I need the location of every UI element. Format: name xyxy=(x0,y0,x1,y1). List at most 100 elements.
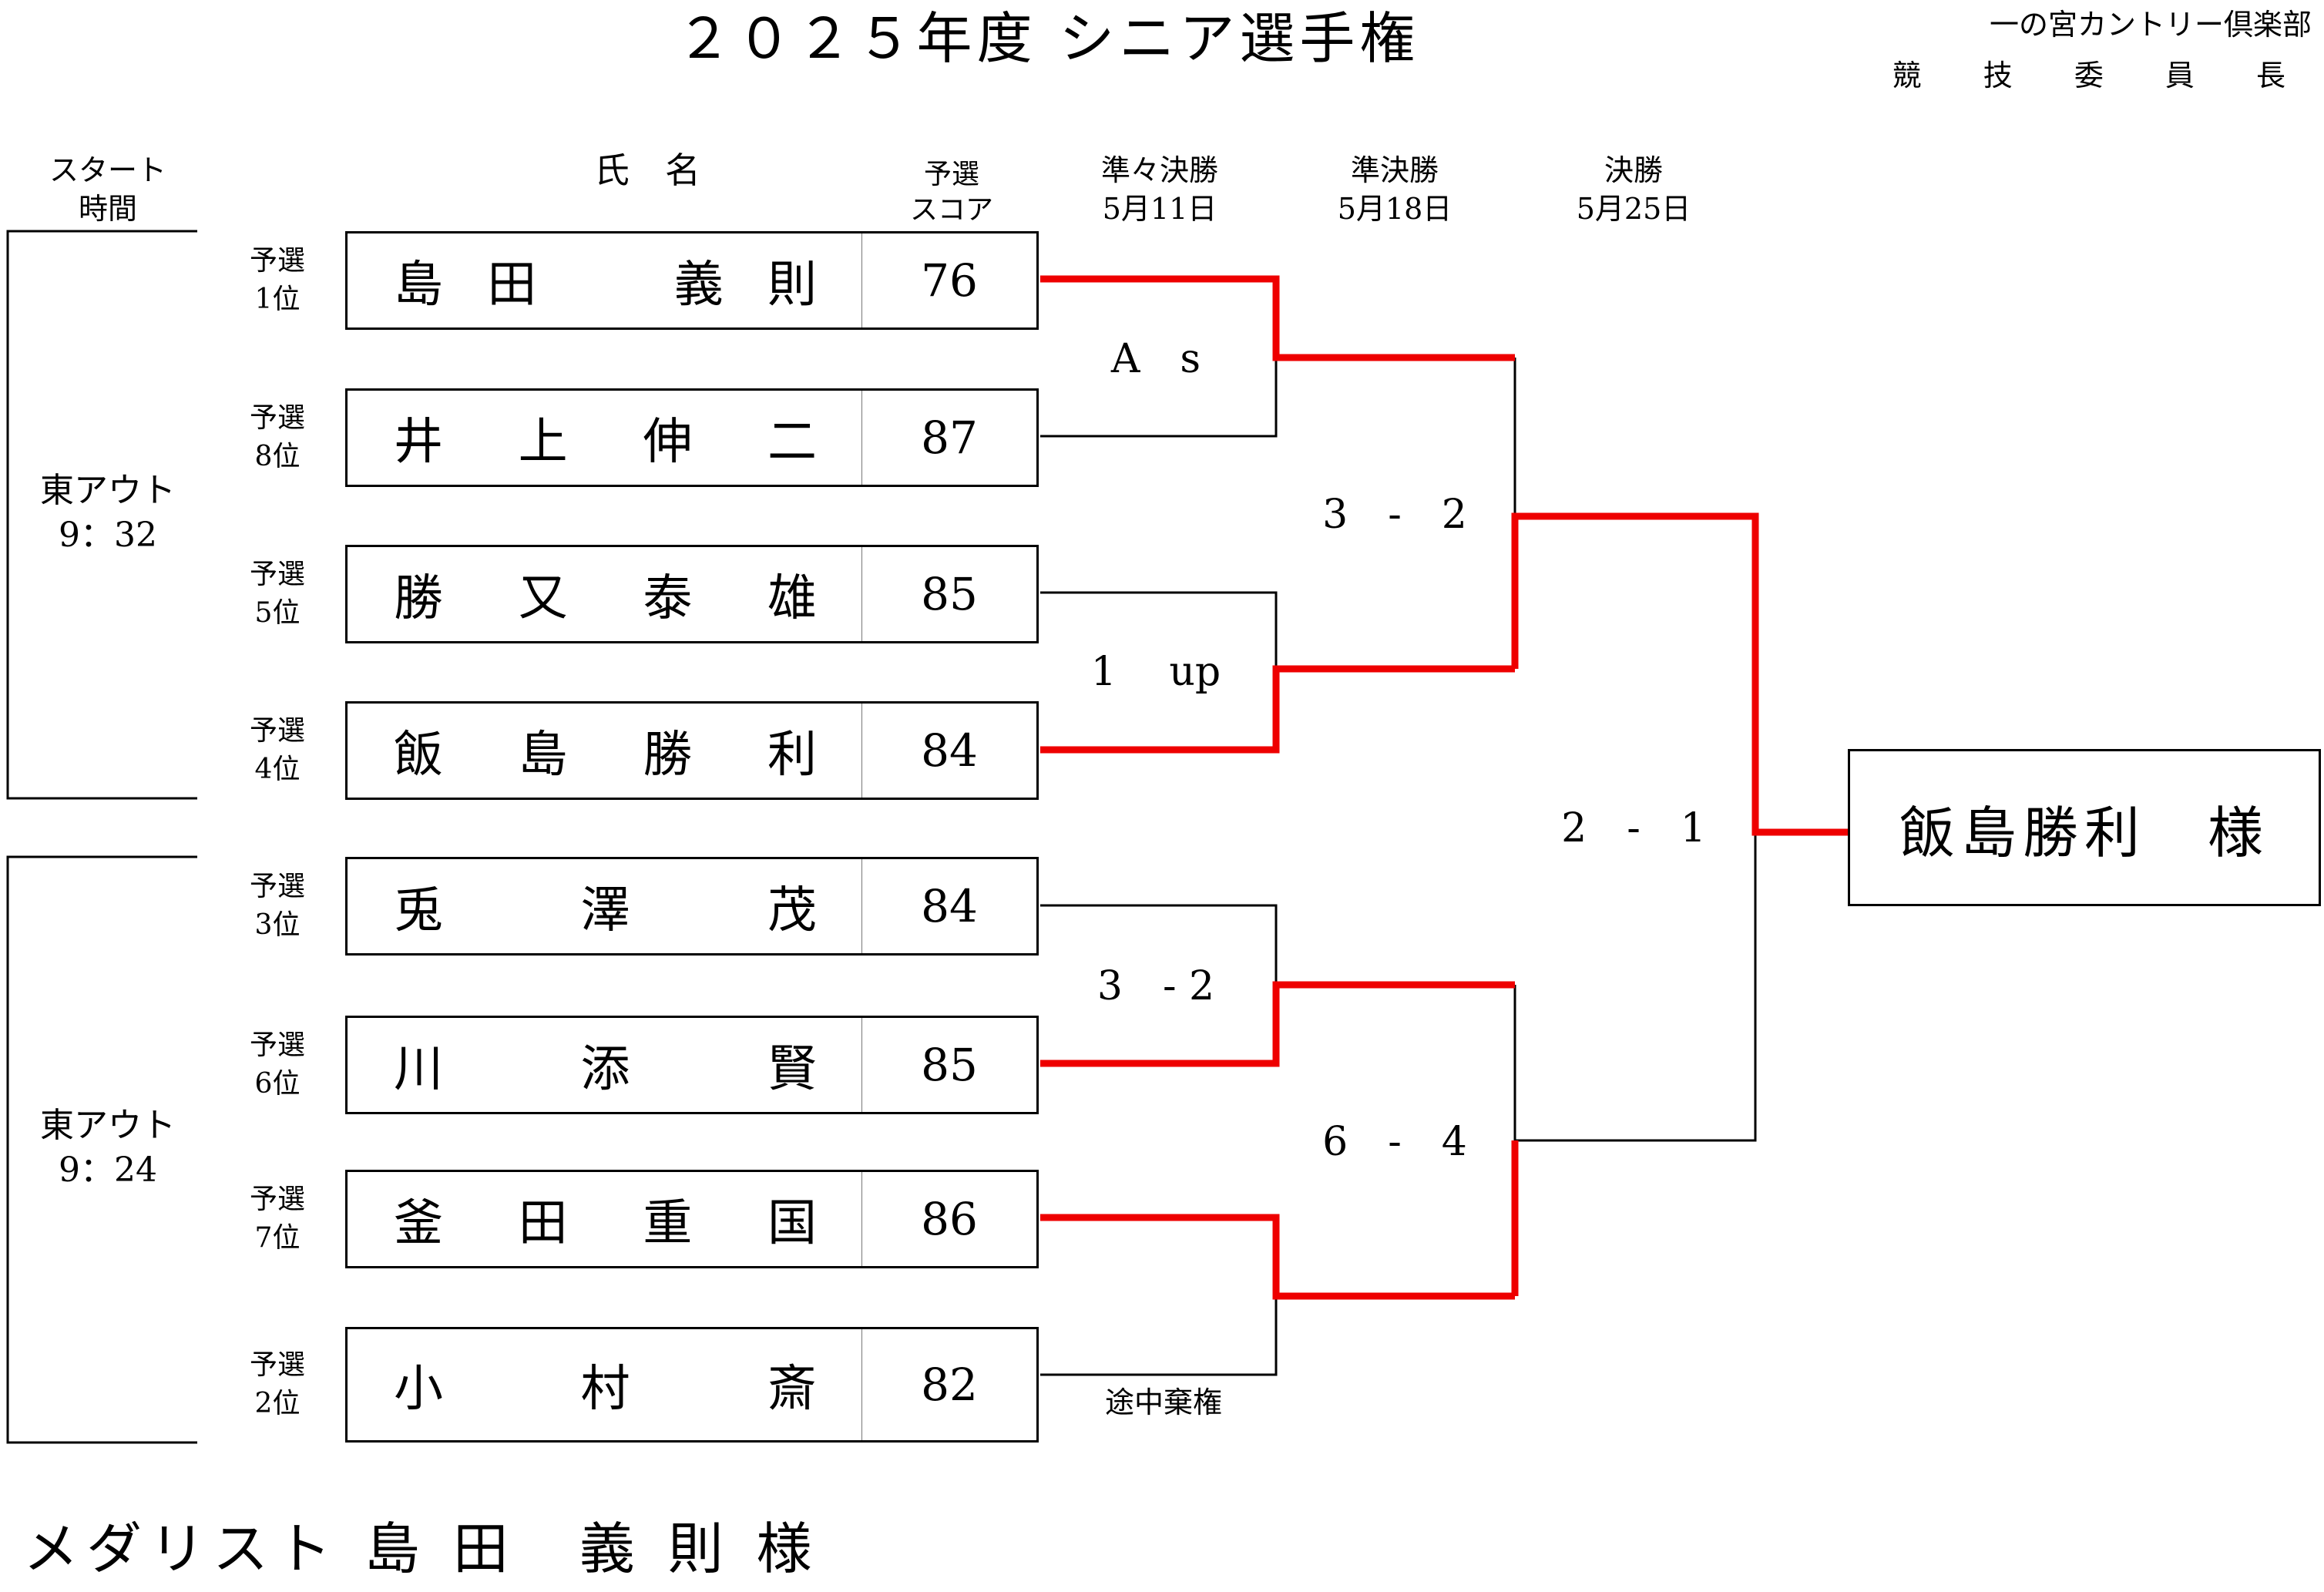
name-char: 添 xyxy=(580,1041,630,1098)
name-char: 重 xyxy=(643,1195,693,1252)
medalist-label: メダリスト 島 田 義 則 様 xyxy=(23,1516,820,1581)
qf2-loser-line xyxy=(1040,591,1278,669)
rank-label: 予選 xyxy=(249,1349,305,1381)
block-2-course: 東アウト xyxy=(40,1106,176,1145)
name-char: 二 xyxy=(767,414,817,471)
semifinal-header-line2: 5月18日 xyxy=(1337,192,1452,226)
quarterfinal-header: 準々決勝 5月11日 xyxy=(1071,151,1248,228)
rank-label: 予選 xyxy=(249,245,305,277)
name-char: 井 xyxy=(394,414,443,471)
block-2-label: 東アウト 9：24 xyxy=(15,1103,200,1193)
player-1-row: 島田義則 76 xyxy=(345,231,1039,330)
player-name: 兎澤茂 xyxy=(348,859,862,953)
name-char: 村 xyxy=(580,1361,630,1418)
name-char: 国 xyxy=(767,1195,817,1252)
player-5-row: 兎 澤 茂 84 xyxy=(345,857,1039,956)
name-char: 義 xyxy=(673,257,724,314)
page-title: ２０２５年度 シニア選手権 xyxy=(676,6,1420,71)
name-char: 釜 xyxy=(394,1195,443,1252)
qualifying-score: 84 xyxy=(921,724,978,777)
player-4-rank: 予選 4位 xyxy=(231,712,324,789)
name-char: 利 xyxy=(767,727,817,784)
qualifying-score: 82 xyxy=(921,1359,978,1411)
block-1-course: 東アウト xyxy=(40,471,176,510)
qf3-result: 3 - 2 xyxy=(1097,963,1215,1009)
player-7-rank: 予選 7位 xyxy=(231,1181,324,1258)
block-2-bracket xyxy=(6,855,197,1444)
name-header: 氏 名 xyxy=(594,149,700,191)
name-char: 島 xyxy=(518,727,568,784)
player-8-row: 小 村 斎 82 xyxy=(345,1327,1039,1443)
qf3-loser-line xyxy=(1040,904,1278,985)
start-time-header-line1: スタート xyxy=(49,153,166,187)
name-char: 澤 xyxy=(580,882,630,939)
final-loser-line xyxy=(1515,832,1757,1142)
name-char: 上 xyxy=(518,414,568,471)
player-1-rank: 予選 1位 xyxy=(231,242,324,319)
rank-label: 予選 xyxy=(249,559,305,590)
final-result: 2 - 1 xyxy=(1561,805,1706,851)
player-name: 島田義則 xyxy=(348,233,862,327)
semifinal-header-line1: 準決勝 xyxy=(1350,153,1439,187)
name-char: 雄 xyxy=(767,570,817,627)
name-char: 兎 xyxy=(394,882,443,939)
name-char: 泰 xyxy=(643,570,693,627)
name-char: 田 xyxy=(518,1195,568,1252)
player-name: 飯島勝利 xyxy=(348,704,862,798)
rank-label: 予選 xyxy=(249,715,305,747)
player-name: 勝又泰雄 xyxy=(348,547,862,641)
quarterfinal-header-line2: 5月11日 xyxy=(1102,192,1217,226)
score-header: 予選 スコア xyxy=(894,157,1009,228)
final-header-line1: 決勝 xyxy=(1604,153,1663,187)
rank-label: 予選 xyxy=(249,871,305,902)
block-1-label: 東アウト 9：32 xyxy=(15,469,200,558)
name-char: 飯 xyxy=(394,727,443,784)
qf1-winner-line xyxy=(1040,275,1515,361)
qualifying-score: 86 xyxy=(921,1193,978,1245)
qf3-winner-line xyxy=(1040,981,1515,1067)
name-char: 斎 xyxy=(767,1361,817,1418)
player-5-rank: 予選 3位 xyxy=(231,868,324,945)
name-char: 伸 xyxy=(643,414,693,471)
rank-position: 1位 xyxy=(254,284,301,315)
final-header-line2: 5月25日 xyxy=(1576,192,1691,226)
sf2-result: 6 - 4 xyxy=(1322,1119,1467,1165)
name-char: 小 xyxy=(394,1361,443,1418)
player-3-rank: 予選 5位 xyxy=(231,556,324,633)
block-1-bracket xyxy=(6,230,197,800)
champion-box: 飯島勝利 様 xyxy=(1848,749,2321,906)
start-time-header-line2: 時間 xyxy=(78,192,137,226)
qf4-loser-line xyxy=(1040,1296,1278,1376)
rank-label: 予選 xyxy=(249,1184,305,1215)
qualifying-score: 76 xyxy=(921,254,978,307)
player-name: 川添賢 xyxy=(348,1018,862,1112)
score-header-line2: スコア xyxy=(909,194,993,226)
rank-position: 3位 xyxy=(254,909,301,941)
rank-position: 4位 xyxy=(254,754,301,785)
bracket-winner-lines xyxy=(1040,275,1848,1300)
rank-position: 6位 xyxy=(254,1068,301,1100)
name-char: 又 xyxy=(518,570,568,627)
name-char: 勝 xyxy=(394,570,443,627)
name-char: 賢 xyxy=(767,1041,817,1098)
start-time-header: スタート 時間 xyxy=(31,151,185,228)
name-char: 茂 xyxy=(767,882,817,939)
sf1-result: 3 - 2 xyxy=(1322,492,1467,538)
player-7-row: 釜 田 重 国 86 xyxy=(345,1170,1039,1268)
quarterfinal-header-line1: 準々決勝 xyxy=(1100,153,1218,187)
bracket-black-lines xyxy=(6,230,1757,1444)
rank-position: 5位 xyxy=(254,597,301,629)
rank-position: 7位 xyxy=(254,1222,301,1254)
qualifying-score: 85 xyxy=(921,1039,978,1091)
qf2-winner-line xyxy=(1040,665,1515,754)
organization-role: 競 技 委 員 長 xyxy=(1892,59,2312,92)
semifinal-header: 準決勝 5月18日 xyxy=(1318,151,1472,228)
name-char: 島 xyxy=(394,257,443,314)
qualifying-score: 84 xyxy=(921,880,978,932)
player-name: 釜田重国 xyxy=(348,1172,862,1266)
